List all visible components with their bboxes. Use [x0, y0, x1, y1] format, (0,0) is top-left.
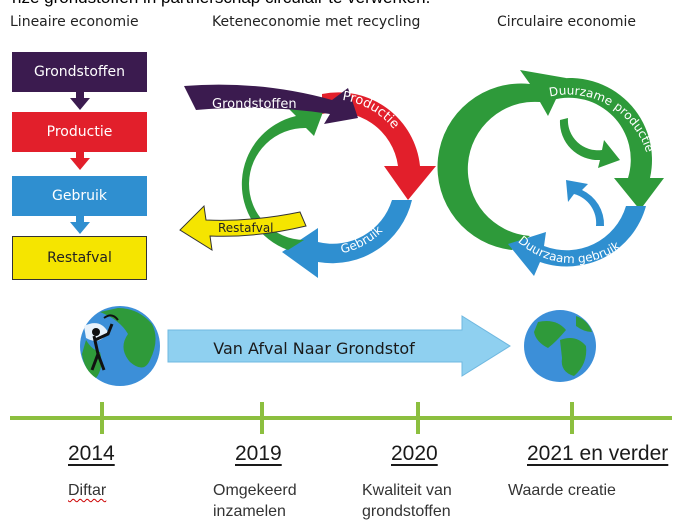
linear-connector [76, 216, 84, 224]
timeline-year-2021: 2021 en verder [527, 442, 669, 465]
linear-connector [76, 92, 84, 100]
linear-step-productie: Productie [12, 112, 147, 152]
chain-economy-title: Keteneconomie met recycling [212, 14, 421, 30]
timeline-label-line: grondstoffen [362, 503, 451, 520]
down-arrow-icon [70, 98, 90, 110]
person-recycling-icon [90, 314, 119, 371]
timeline-year-2020: 2020 [391, 442, 438, 465]
circular-recycling-label: Recycling [481, 135, 501, 193]
circular-gebruik-arrow [508, 206, 646, 276]
chain-recycling-arrow [241, 104, 326, 250]
timeline-label-2019: Omgekeerd inzamelen [213, 480, 297, 522]
chain-grondstoffen-arrow [184, 84, 358, 124]
circular-economy-title: Circulaire economie [497, 14, 637, 30]
linear-connector [76, 152, 84, 160]
timeline-label-line: inzamelen [213, 503, 286, 520]
timeline-label-2020: Kwaliteit van grondstoffen [362, 480, 452, 522]
circular-productie-label: Duurzame productie [548, 83, 657, 153]
chain-gebruik-arrow [282, 200, 412, 278]
header-cut-text: nze grondstoffen in partnerschap circula… [12, 0, 430, 8]
linear-economy-title: Lineaire economie [10, 14, 139, 30]
chain-restafval-arrow [179, 204, 307, 251]
linear-step-grondstoffen: Grondstoffen [12, 52, 147, 92]
chain-grondstoffen-label: Grondstoffen [212, 97, 297, 112]
chain-productie-arrow [322, 92, 436, 200]
timeline-year-2019: 2019 [235, 442, 282, 465]
timeline-label-line: Waarde creatie [508, 482, 616, 499]
timeline-label-line: Kwaliteit van [362, 482, 452, 499]
banner-arrow [167, 315, 511, 377]
down-arrow-icon [70, 222, 90, 234]
globe-icon [524, 310, 596, 382]
circular-productie-arrow [552, 78, 664, 211]
inner-loop-green-arrow [559, 118, 620, 168]
timeline-label-line: Diftar [68, 482, 107, 499]
linear-step-gebruik: Gebruik [12, 176, 147, 216]
linear-step-restafval: Restafval [12, 236, 147, 280]
timeline-label-2014: Diftar [68, 480, 106, 501]
inner-loop-blue-arrow [566, 180, 605, 226]
globe-icon [80, 306, 160, 386]
circular-recycling-arrow [437, 70, 566, 250]
chain-recycling-label: Recycling [266, 150, 284, 208]
banner-label: Van Afval Naar Grondstof [213, 339, 415, 358]
timeline-label-2021: Waarde creatie [508, 480, 616, 501]
down-arrow-icon [70, 158, 90, 170]
chain-restafval-label: Restafval [218, 221, 274, 235]
timeline-year-2014: 2014 [68, 442, 115, 465]
timeline-label-line: Omgekeerd [213, 482, 297, 499]
